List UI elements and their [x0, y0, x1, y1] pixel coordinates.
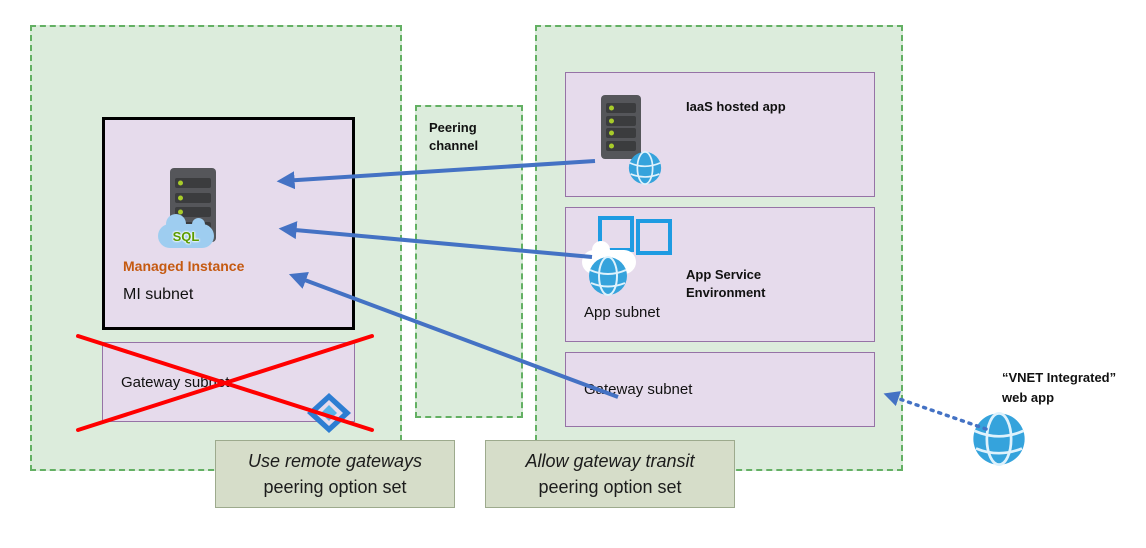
sql-cloud-icon: SQL: [158, 214, 214, 248]
managed-instance-label: Managed Instance: [123, 258, 245, 274]
web-app-label-line1: “VNET Integrated”: [1002, 370, 1117, 385]
caption-line1: Allow gateway transit: [525, 450, 695, 471]
allow-gateway-transit-caption: Allow gateway transit peering option set: [485, 440, 735, 508]
iaas-hosted-app-label: IaaS hosted app: [686, 99, 786, 114]
server-slat: [175, 192, 211, 203]
globe-icon: [589, 256, 627, 296]
right-vnet-box: IaaS hosted app App Service Environment …: [535, 25, 903, 471]
server-slat: [606, 115, 636, 126]
web-app-globe-icon: [973, 412, 1025, 466]
peering-channel-label: Peering channel: [429, 120, 479, 153]
server-slat: [606, 102, 636, 113]
server-slat: [175, 177, 211, 188]
use-remote-gateways-caption: Use remote gateways peering option set: [215, 440, 455, 508]
peering-channel-box: Peering channel: [415, 105, 523, 418]
vpn-gateway-icon: [307, 393, 351, 433]
iaas-hosted-app-box: IaaS hosted app: [565, 72, 875, 197]
ase-square-icon: [636, 219, 672, 255]
iaas-server-icon: [601, 95, 641, 159]
caption-line2: peering option set: [538, 477, 682, 497]
app-subnet-box: App Service Environment App subnet: [565, 207, 875, 342]
caption-line1: Use remote gateways: [247, 450, 423, 471]
sql-badge-label: SQL: [172, 228, 200, 244]
vnet-integrated-web-app-label: “VNET Integrated” web app: [1002, 368, 1142, 407]
left-vnet-box: SQL Managed Instance MI subnet Gateway s…: [30, 25, 402, 471]
app-service-environment-label: App Service Environment: [686, 267, 766, 301]
app-service-environment-icon: [582, 214, 686, 310]
globe-icon: [628, 151, 662, 185]
left-gateway-subnet-label: Gateway subnet: [121, 373, 230, 391]
app-subnet-label: App subnet: [584, 304, 660, 321]
right-gateway-subnet-box: Gateway subnet: [565, 352, 875, 427]
server-slat: [606, 128, 636, 139]
mi-subnet-label: MI subnet: [123, 286, 194, 303]
caption-line2: peering option set: [263, 477, 407, 497]
right-gateway-subnet-label: Gateway subnet: [584, 381, 693, 398]
mi-subnet-box: SQL Managed Instance MI subnet: [102, 117, 355, 330]
server-slat: [175, 207, 211, 218]
web-app-label-line2: web app: [1002, 389, 1055, 405]
server-slat: [606, 141, 636, 152]
